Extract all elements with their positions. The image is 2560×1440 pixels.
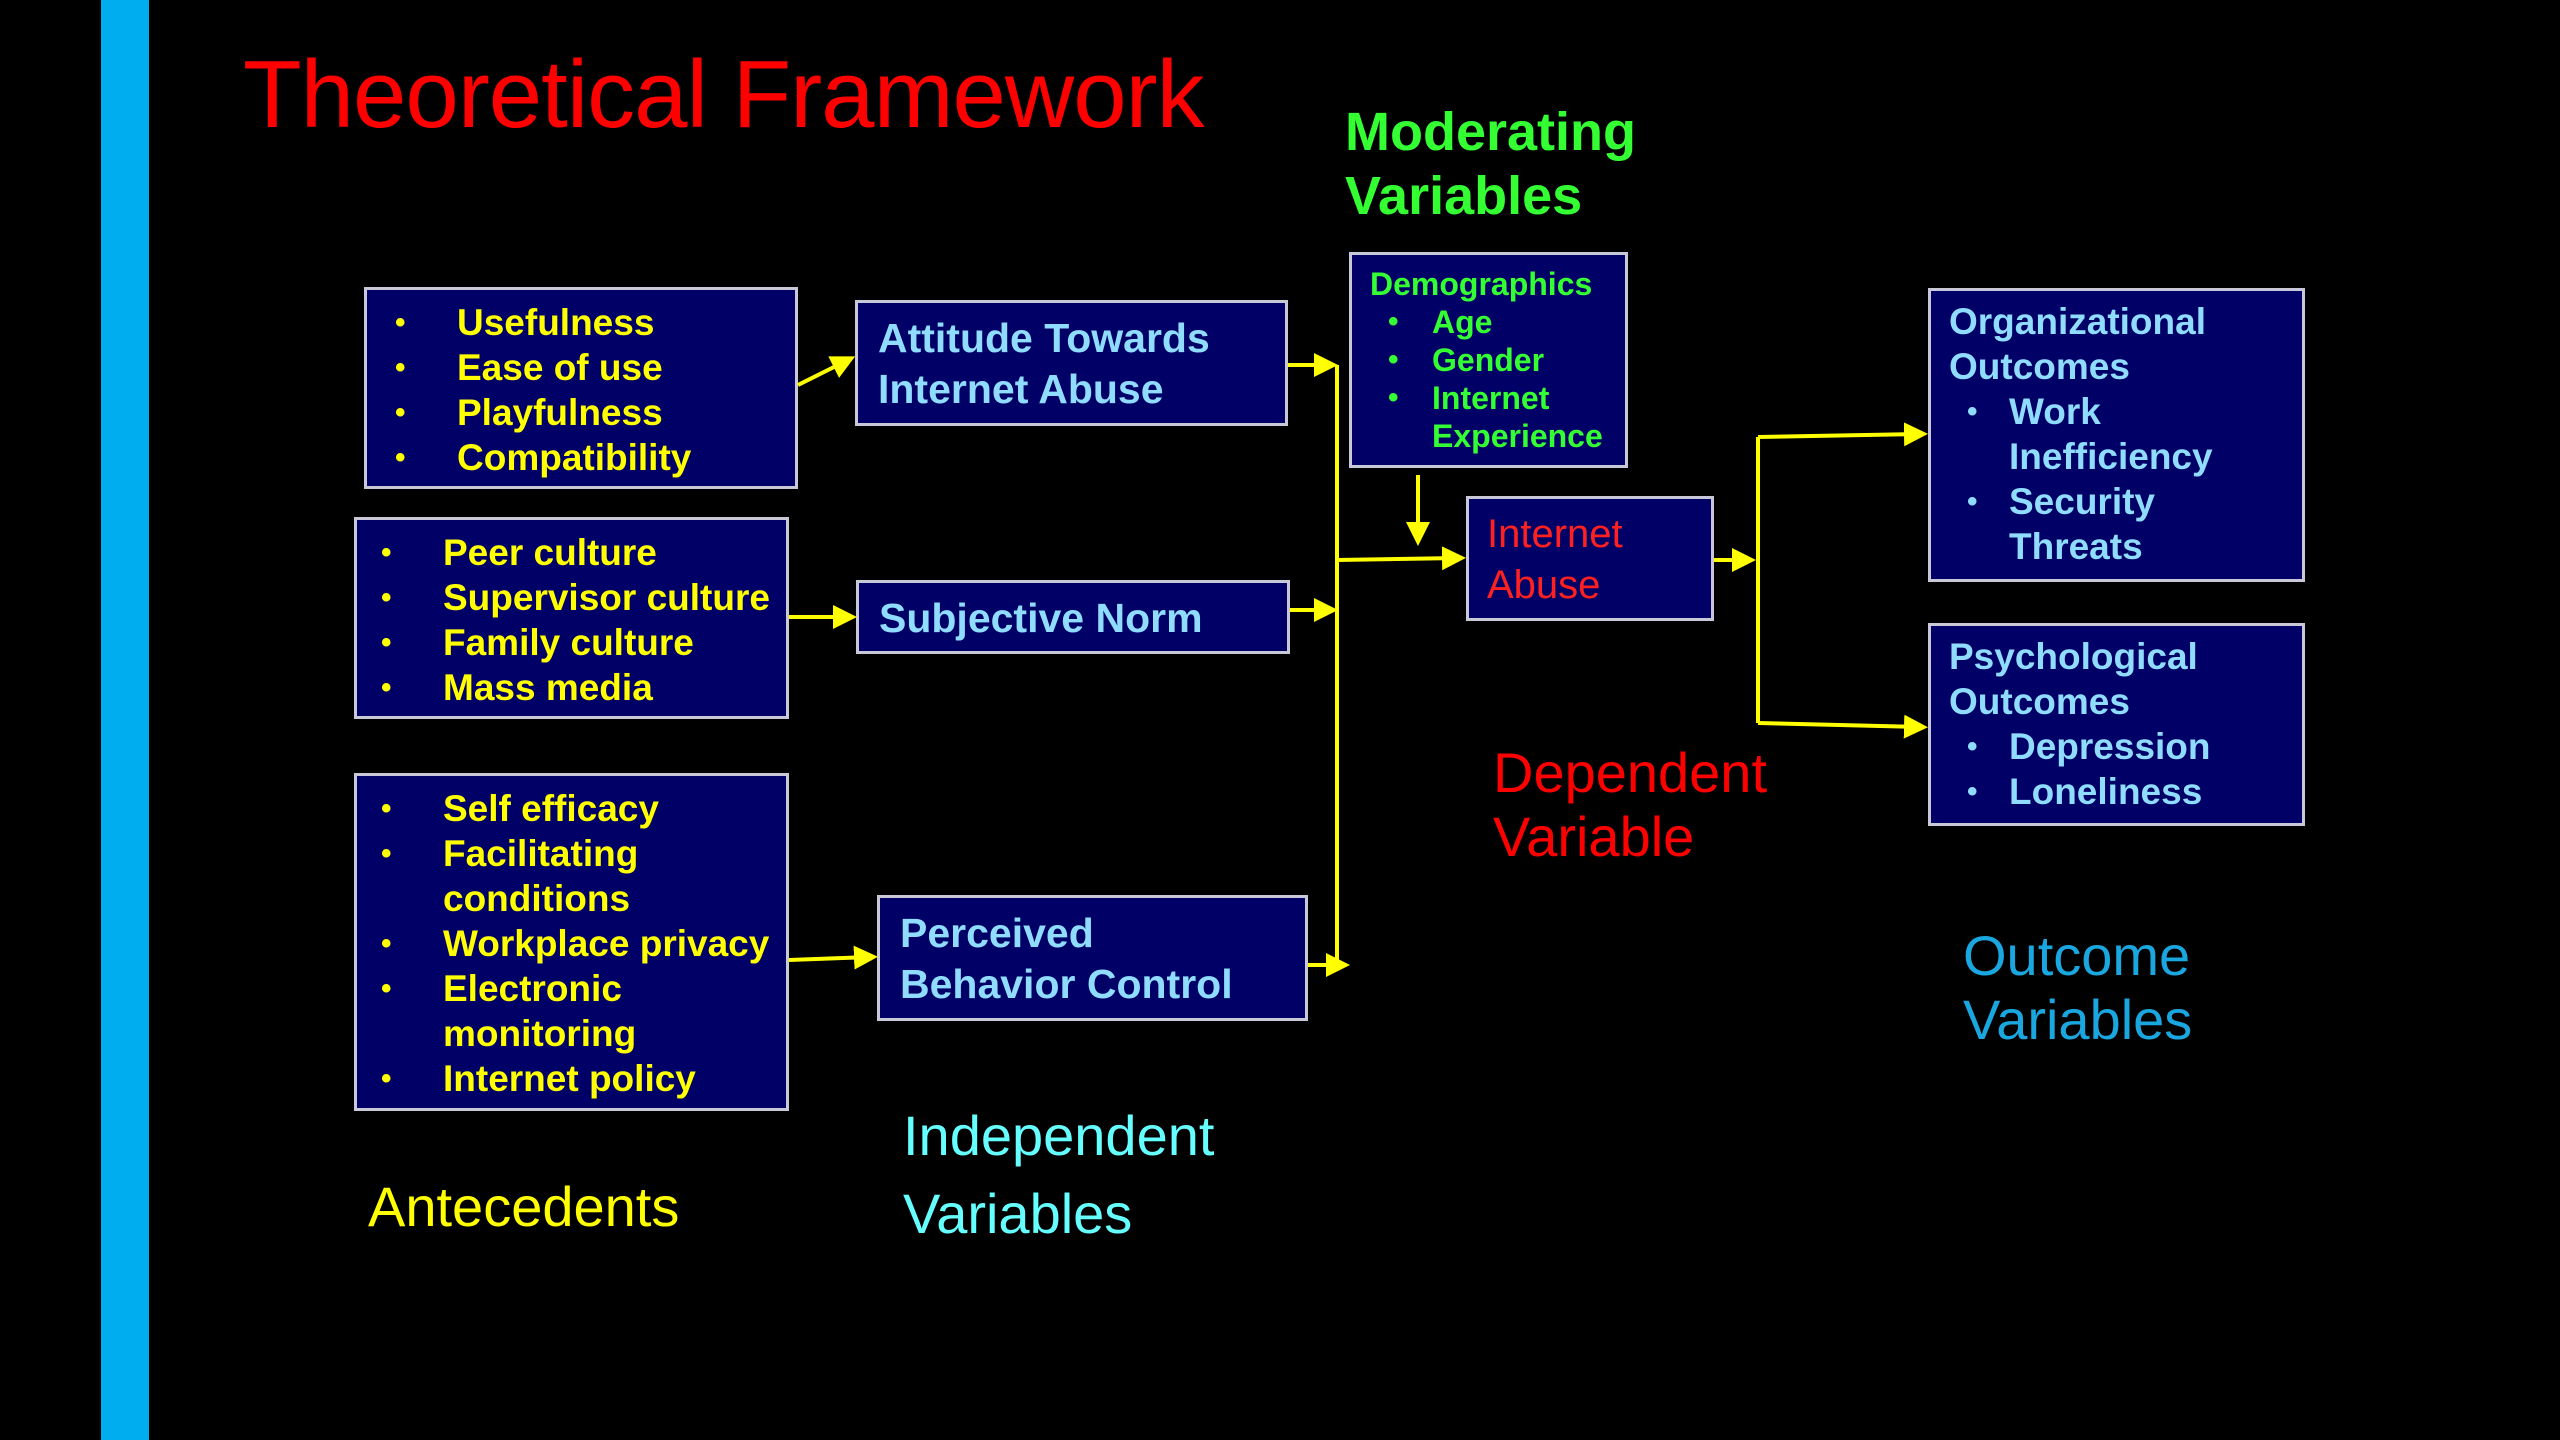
outcome-item-text: Threats: [2009, 526, 2143, 567]
dependent-box-line: Abuse: [1487, 563, 1601, 607]
moderator-heading: Demographics: [1370, 266, 1593, 302]
moderator-item: Age: [1370, 303, 1625, 341]
arrow-fork-to-psychological: [1757, 714, 1928, 739]
outcome-heading: Psychological: [1949, 636, 2198, 677]
antecedent-item: Ease of use: [377, 345, 795, 390]
antecedent-item: Usefulness: [377, 300, 795, 345]
outcome-heading: Organizational: [1949, 301, 2206, 342]
outcome-item-text: Loneliness: [2009, 771, 2203, 812]
antecedent-item: Supervisor culture: [363, 575, 786, 620]
outcome-item-text: Depression: [2009, 726, 2211, 767]
moderator-item: Gender: [1370, 341, 1625, 379]
antecedent-item-text: Electronic: [443, 968, 622, 1009]
independent-box-subjective-norm: Subjective Norm: [856, 580, 1290, 654]
antecedent-item-text: Self efficacy: [443, 788, 659, 829]
moderator-item-text: Internet: [1432, 380, 1550, 416]
antecedent-item-text: Workplace privacy: [443, 923, 770, 964]
antecedent-box-culture: Peer culture Supervisor culture Family c…: [354, 517, 789, 719]
slide-title: Theoretical Framework: [243, 41, 1205, 148]
outcome-label-line-1: Outcome: [1963, 924, 2191, 987]
outcome-heading: Outcomes: [1949, 346, 2130, 387]
independent-label: Independent Variables: [903, 1097, 1214, 1253]
outcome-box-psychological: Psychological Outcomes Depression Loneli…: [1928, 623, 2305, 826]
antecedent-item: Mass media: [363, 665, 786, 710]
outcome-item: Depression: [1949, 724, 2302, 769]
moderator-item-text: Gender: [1432, 342, 1545, 378]
antecedent-item: Internet policy: [363, 1056, 786, 1101]
antecedent-item-text: Facilitating: [443, 833, 639, 874]
dependent-label-line-1: Dependent: [1493, 741, 1768, 804]
moderating-label: Moderating Variables: [1345, 100, 1636, 228]
independent-box-line: Attitude Towards: [878, 315, 1210, 361]
arrow-trunk-to-dependent: [1336, 546, 1466, 571]
antecedent-item-text: conditions: [443, 878, 631, 919]
independent-box-line: Internet Abuse: [878, 366, 1164, 412]
outcome-heading: Outcomes: [1949, 681, 2130, 722]
independent-label-line-2: Variables: [903, 1182, 1133, 1245]
antecedent-item-text: monitoring: [443, 1013, 637, 1054]
dependent-label-line-2: Variable: [1493, 805, 1695, 868]
moderator-item-text: Experience: [1432, 418, 1603, 454]
antecedent-box-technology: Usefulness Ease of use Playfulness Compa…: [364, 287, 798, 489]
moderating-label-line-2: Variables: [1345, 166, 1583, 226]
outcome-item-text: Work: [2009, 391, 2101, 432]
outcome-item-text: Inefficiency: [2009, 436, 2213, 477]
independent-label-line-1: Independent: [903, 1104, 1215, 1167]
moderator-item-text: Age: [1432, 304, 1493, 340]
outcome-item-text: Security: [2009, 481, 2156, 522]
outcome-item: Loneliness: [1949, 769, 2302, 814]
antecedent-item: Family culture: [363, 620, 786, 665]
moderator-box-demographics: Demographics Age Gender InternetExperien…: [1349, 252, 1628, 468]
outcome-box-organizational: Organizational Outcomes WorkInefficiency…: [1928, 288, 2305, 582]
independent-box-behavior-control: Perceived Behavior Control: [877, 895, 1308, 1021]
moderating-label-line-1: Moderating: [1345, 102, 1636, 162]
arrow-antecedent-to-attitude: [797, 356, 856, 387]
independent-box-line: Behavior Control: [900, 961, 1233, 1007]
independent-box-line: Subjective Norm: [879, 595, 1203, 641]
outcome-label: Outcome Variables: [1963, 924, 2192, 1052]
antecedent-item: Compatibility: [377, 435, 795, 480]
dependent-label: Dependent Variable: [1493, 741, 1767, 869]
antecedent-item: Peer culture: [363, 530, 786, 575]
arrow-antecedent-to-control: [788, 945, 878, 970]
antecedents-label: Antecedents: [368, 1175, 680, 1238]
dependent-box-internet-abuse: Internet Abuse: [1466, 496, 1714, 621]
antecedent-item-text: Internet policy: [443, 1058, 696, 1099]
antecedent-item: Self efficacy: [363, 786, 786, 831]
antecedent-item: Playfulness: [377, 390, 795, 435]
outcome-label-line-2: Variables: [1963, 988, 2193, 1051]
arrow-fork-to-organizational: [1757, 422, 1928, 447]
accent-bar: [101, 0, 149, 1440]
dependent-box-line: Internet: [1487, 512, 1623, 556]
antecedent-item: Workplace privacy: [363, 921, 786, 966]
independent-box-attitude: Attitude Towards Internet Abuse: [855, 300, 1288, 426]
independent-box-line: Perceived: [900, 910, 1094, 956]
